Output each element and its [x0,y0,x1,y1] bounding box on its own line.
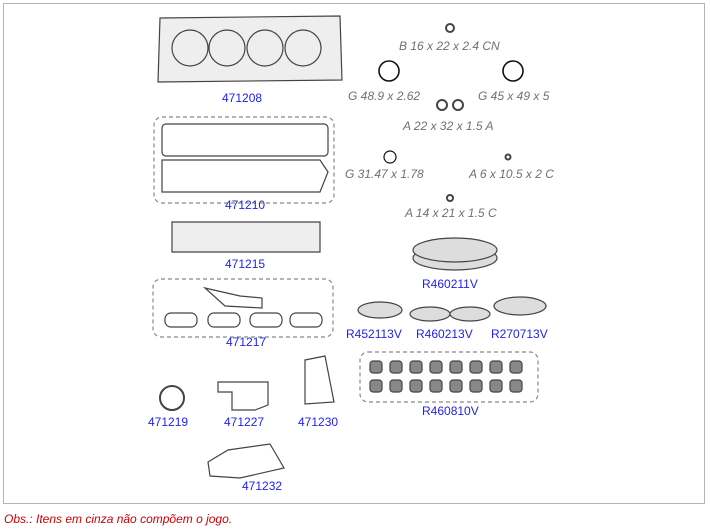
spec-g45: G 45 x 49 x 5 [478,89,550,103]
seal-r460213v-2 [449,306,491,322]
valve-stem-seal [489,379,503,393]
spec-g489: G 48.9 x 2.62 [348,89,421,103]
part-label-471227: 471227 [224,415,265,429]
oring-b16 [445,23,455,33]
valve-stem-seal [409,360,423,374]
exhaust-gaskets-471217 [152,278,334,338]
ring-a22-1 [436,99,448,111]
spec-g3147: G 31.47 x 1.78 [345,167,424,181]
valve-stem-seal [429,379,443,393]
valve-stem-seal [469,379,483,393]
valve-stem-seal [429,360,443,374]
valve-stem-seal [469,360,483,374]
oring-471219 [159,385,185,411]
part-label-r270713v: R270713V [491,327,548,341]
part-label-r460213v: R460213V [416,327,473,341]
valve-stem-seal [449,379,463,393]
valve-stem-seal [449,360,463,374]
spec-a22: A 22 x 32 x 1.5 A [403,119,494,133]
note-text: Obs.: Itens em cinza não compõem o jogo. [4,512,233,526]
valve-stem-seal [369,360,383,374]
oring-g3147 [383,150,397,164]
part-label-471208: 471208 [222,91,263,105]
part-label-r460810v: R460810V [422,404,479,418]
part-label-r452113v: R452113V [346,327,402,341]
gasket-471230 [304,355,335,405]
seal-r270713v [493,296,547,316]
oring-g489 [378,60,400,82]
ring-a14 [446,194,454,202]
valve-stem-seal [509,360,523,374]
valve-stem-seal [409,379,423,393]
diagram-frame [3,3,705,504]
valve-stem-seal [489,360,503,374]
valve-stem-seal [389,360,403,374]
part-label-471219: 471219 [148,415,189,429]
seal-r460213v [409,306,451,322]
seal-r452113v [357,301,403,319]
part-label-r460211v: R460211V [422,277,478,291]
manifold-gasket-471215 [171,221,321,253]
part-label-471230: 471230 [298,415,339,429]
oring-g45 [502,60,524,82]
spec-a6: A 6 x 10.5 x 2 C [469,167,554,181]
spec-a14: A 14 x 21 x 1.5 C [405,206,497,220]
gasket-471227 [217,381,269,411]
valve-stem-seal [509,379,523,393]
part-label-471215: 471215 [225,257,266,271]
valve-stem-seal [369,379,383,393]
part-label-471210: 471210 [225,198,266,212]
ring-a6 [504,153,512,161]
ring-a22-2 [452,99,464,111]
part-label-471217: 471217 [226,335,267,349]
head-gasket-471208 [157,15,343,83]
spec-b16: B 16 x 22 x 2.4 CN [399,39,500,53]
valve-stem-seals-r460810v [359,351,539,403]
part-label-471232: 471232 [242,479,283,493]
valve-cover-gasket-471210 [153,116,335,204]
valve-stem-seal [389,379,403,393]
gasket-471232 [207,443,285,479]
seal-r460211v [412,237,498,271]
